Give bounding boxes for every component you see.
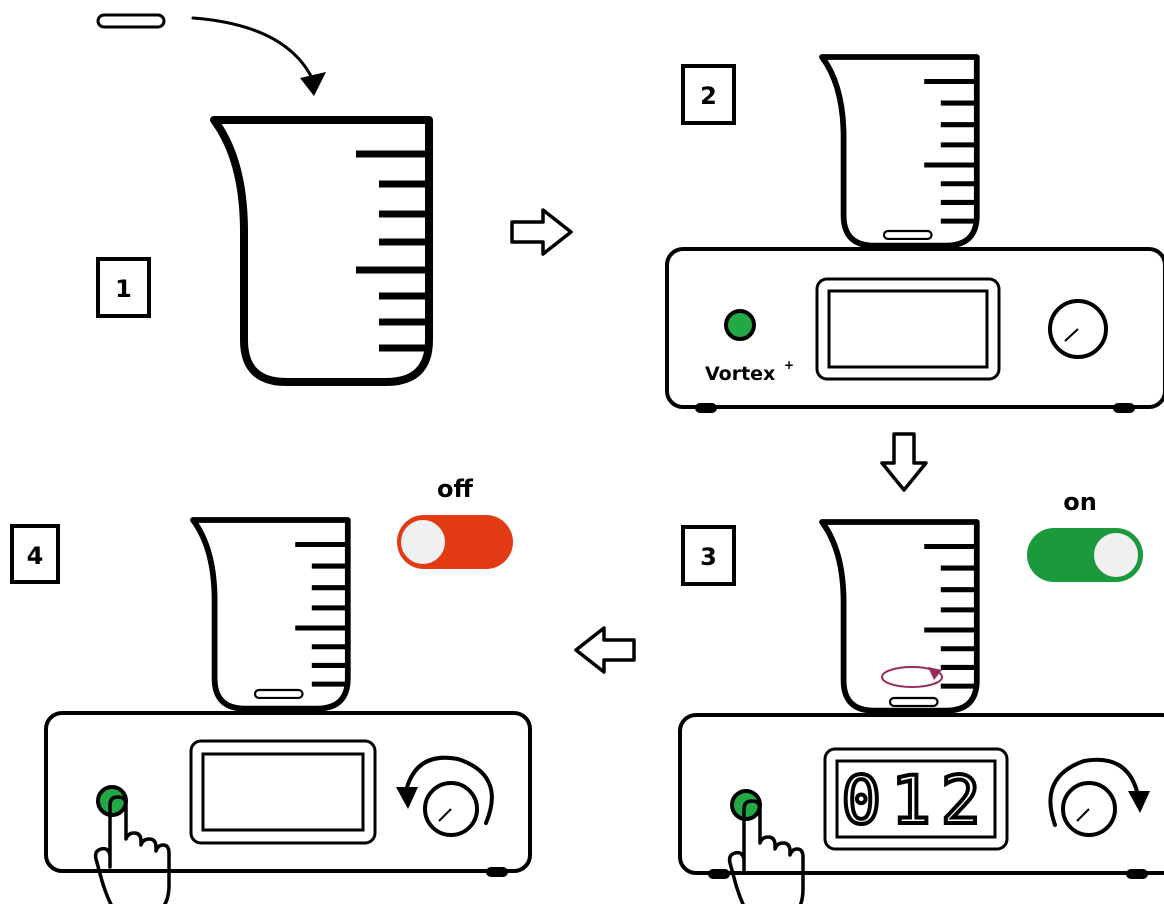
step-number-box: 3 bbox=[681, 525, 736, 586]
rotate-clockwise-icon bbox=[1048, 757, 1150, 827]
right-arrow-icon bbox=[510, 208, 573, 256]
speed-knob[interactable] bbox=[1061, 781, 1117, 837]
beaker-icon bbox=[214, 120, 429, 382]
curved-arrow-icon bbox=[191, 16, 326, 96]
svg-text:4: 4 bbox=[27, 542, 44, 570]
svg-text:3: 3 bbox=[700, 543, 717, 571]
display-readout: 012 bbox=[841, 762, 990, 839]
stir-bar-icon bbox=[96, 13, 166, 29]
left-arrow-icon bbox=[574, 626, 636, 674]
toggle-off[interactable]: off bbox=[397, 475, 513, 569]
beaker-icon bbox=[193, 520, 348, 709]
step-number-box: 2 bbox=[681, 64, 736, 125]
stir-bar-icon bbox=[882, 229, 933, 240]
svg-text:2: 2 bbox=[700, 82, 717, 110]
brand-label: Vortex bbox=[705, 363, 775, 385]
step-2-panel: 2 Vortex + bbox=[665, 57, 1164, 415]
toggle-off-label: off bbox=[437, 475, 473, 503]
step-number-box: 1 bbox=[96, 257, 151, 318]
toggle-on-label: on bbox=[1063, 488, 1097, 516]
step-1-panel: 1 bbox=[96, 13, 429, 382]
step-4-panel: 4 off bbox=[10, 475, 532, 904]
down-arrow-icon bbox=[880, 432, 928, 492]
vortex-device: 012 bbox=[678, 713, 1164, 904]
speed-knob[interactable] bbox=[1048, 299, 1108, 359]
stir-bar-icon bbox=[253, 688, 304, 699]
svg-text:1: 1 bbox=[115, 275, 132, 303]
beaker-icon bbox=[822, 57, 977, 246]
speed-knob[interactable] bbox=[423, 781, 479, 837]
vortex-device bbox=[44, 711, 532, 904]
step-number-box: 4 bbox=[10, 524, 60, 584]
swirl-rotation-icon bbox=[881, 666, 943, 688]
power-button[interactable] bbox=[724, 309, 756, 341]
stir-bar-icon bbox=[888, 696, 939, 707]
beaker-icon bbox=[822, 522, 977, 711]
brand-superscript: + bbox=[784, 358, 794, 372]
vortex-device: Vortex + bbox=[665, 247, 1164, 415]
toggle-on[interactable]: on bbox=[1027, 488, 1143, 582]
rotate-counterclockwise-icon bbox=[396, 755, 494, 825]
step-3-panel: 3 012 bbox=[678, 488, 1164, 904]
